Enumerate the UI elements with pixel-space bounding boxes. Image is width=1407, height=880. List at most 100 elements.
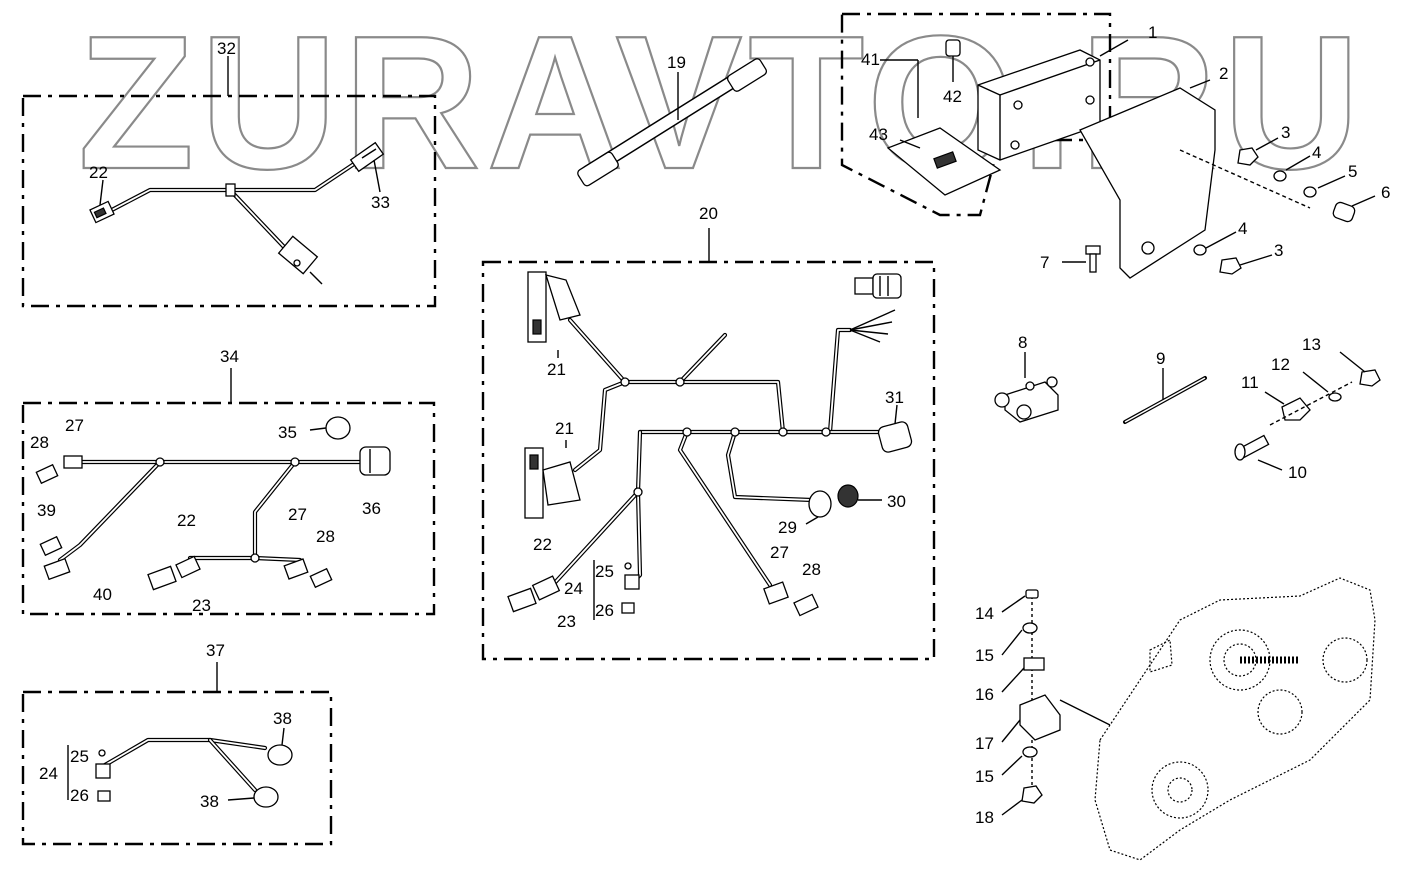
washer-15-upper: [1022, 622, 1038, 634]
callout-16: 16: [975, 685, 994, 704]
connector-31: [877, 404, 913, 453]
callout-25-bottom: 25: [70, 747, 89, 766]
connector-21-upper: [527, 271, 581, 343]
fuse-42: [945, 39, 961, 57]
connector-23-34: [147, 565, 177, 591]
harness-assembly-20: [481, 228, 936, 661]
callout-27-left: 27: [65, 416, 84, 435]
connector-40: [43, 557, 71, 581]
callout-1: 1: [1148, 23, 1157, 42]
grommet-29-30: [805, 484, 882, 525]
callout-29: 29: [778, 518, 797, 537]
callout-28-left: 28: [30, 433, 49, 452]
callout-18: 18: [975, 808, 994, 827]
connector-27-34: [63, 455, 83, 469]
callout-22-mid: 22: [177, 511, 196, 530]
callout-11: 11: [1241, 373, 1259, 392]
clamp-assembly: [1234, 351, 1381, 471]
group-frame-32: [21, 94, 437, 308]
bracket-2: [1079, 87, 1216, 279]
callout-41: 41: [861, 50, 880, 69]
callout-15-lower: 15: [975, 767, 994, 786]
callout-32: 32: [217, 39, 236, 58]
plug-38-upper: [267, 744, 293, 766]
plug-terminal: [277, 235, 323, 285]
callout-4-lower: 4: [1238, 219, 1247, 238]
cable-assembly-19: [577, 58, 768, 187]
callout-14: 14: [975, 604, 994, 623]
callout-21-upper: 21: [547, 360, 566, 379]
callout-31: 31: [885, 388, 904, 407]
ground-terminal-37: [95, 763, 111, 779]
callout-24-bottom: 24: [39, 764, 58, 783]
group-frame-34: [21, 401, 436, 616]
connector-22-34: [175, 555, 201, 579]
callout-37: 37: [206, 641, 225, 660]
callout-21-lower: 21: [555, 419, 574, 438]
callout-labels: 1 2 3 4 5 6 7 4 3 8 9 11 12 13 10 14 15 …: [30, 23, 1390, 827]
nut-18: [1021, 785, 1043, 804]
callout-3-upper: 3: [1281, 123, 1290, 142]
gearbox-housing: [1094, 577, 1376, 861]
callout-42: 42: [943, 87, 962, 106]
callout-36: 36: [362, 499, 381, 518]
washer-5: [1303, 186, 1317, 198]
callout-2: 2: [1219, 64, 1228, 83]
washer-4-upper: [1273, 170, 1287, 182]
connector-39: [39, 535, 63, 557]
plug-38-lower: [253, 786, 279, 808]
callout-25-center: 25: [595, 562, 614, 581]
callout-9: 9: [1156, 349, 1165, 368]
junction-block-8: [994, 352, 1059, 423]
connectors-27-28: [763, 581, 819, 617]
cable-tie-9: [1123, 368, 1207, 424]
screw-14: [1025, 589, 1039, 599]
clamp-11: [1281, 397, 1311, 421]
callout-27-center: 27: [770, 543, 789, 562]
callout-27-mid: 27: [288, 505, 307, 524]
callout-39: 39: [37, 501, 56, 520]
connector-33: [349, 141, 385, 173]
callout-28-center: 28: [802, 560, 821, 579]
callout-22-top: 22: [89, 163, 108, 182]
callout-17: 17: [975, 734, 994, 753]
round-connector-top: [854, 273, 902, 299]
callout-30: 30: [887, 492, 906, 511]
callout-34: 34: [220, 347, 239, 366]
group-frame-41: [840, 12, 1112, 217]
callout-6: 6: [1381, 183, 1390, 202]
connector-28-34: [35, 463, 59, 485]
harness-assembly-34: [21, 368, 436, 616]
harness-assembly-37: [21, 662, 333, 846]
bracket-17: [1019, 694, 1061, 741]
washer-15-lower: [1022, 746, 1038, 758]
callout-23-mid: 23: [192, 596, 211, 615]
knob-6: [1332, 201, 1356, 223]
connector-27b-34: [283, 558, 309, 580]
bolt-7: [1062, 245, 1101, 273]
group-frame-20: [481, 260, 936, 661]
connector-36: [359, 446, 391, 476]
harness-splice: [225, 183, 236, 197]
control-unit-group: [840, 12, 1216, 279]
callout-38-lower: 38: [200, 792, 219, 811]
mount-stack: [1001, 589, 1111, 816]
callout-8: 8: [1018, 333, 1027, 352]
harness-assembly-32: [21, 56, 437, 308]
callout-5: 5: [1348, 162, 1357, 181]
fastener-stack-right: [1062, 137, 1376, 275]
plug-35: [309, 416, 351, 440]
callout-40: 40: [93, 585, 112, 604]
callout-43: 43: [869, 125, 888, 144]
nut-13: [1359, 369, 1381, 387]
callout-13: 13: [1302, 335, 1321, 354]
callout-7: 7: [1040, 253, 1049, 272]
callout-33: 33: [371, 193, 390, 212]
callout-28-mid: 28: [316, 527, 335, 546]
callout-3-lower: 3: [1274, 241, 1283, 260]
group-frame-37: [21, 690, 333, 846]
callout-23-center: 23: [557, 612, 576, 631]
connector-21-lower: [524, 447, 581, 519]
callout-35: 35: [278, 423, 297, 442]
